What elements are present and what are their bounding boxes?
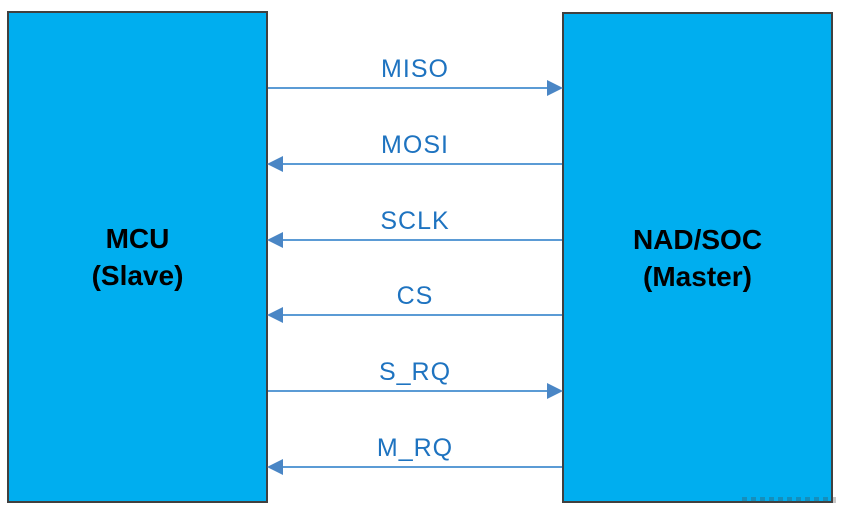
signal-label: MISO — [381, 55, 449, 83]
block-title: MCU — [105, 223, 170, 254]
signal-label: SCLK — [380, 207, 450, 235]
signal-arrow-line — [280, 239, 562, 241]
block-subtitle: (Slave) — [91, 260, 184, 291]
signal-label: MOSI — [381, 131, 449, 159]
block-title: NAD/SOC — [632, 223, 763, 255]
signal-arrow-line — [268, 87, 550, 89]
block-mcu-slave: MCU (Slave) — [7, 11, 268, 503]
signal-label: CS — [396, 282, 434, 310]
signal-label: M_RQ — [376, 434, 454, 462]
signal-arrowhead-icon — [547, 383, 563, 399]
signal-arrow-line — [268, 390, 550, 392]
signal-arrow-line — [280, 314, 562, 316]
signal-arrowhead-icon — [267, 232, 283, 248]
signal-label: S_RQ — [378, 358, 452, 386]
block-subtitle: (Master) — [643, 260, 752, 292]
signal-arrow-line — [280, 163, 562, 165]
signal-arrow-line — [280, 466, 562, 468]
signal-arrowhead-icon — [267, 459, 283, 475]
block-nad-soc-master: NAD/SOC (Master) — [562, 12, 833, 503]
watermark-artifact — [742, 497, 836, 503]
signal-arrowhead-icon — [547, 80, 563, 96]
signal-arrowhead-icon — [267, 307, 283, 323]
signal-arrowhead-icon — [267, 156, 283, 172]
